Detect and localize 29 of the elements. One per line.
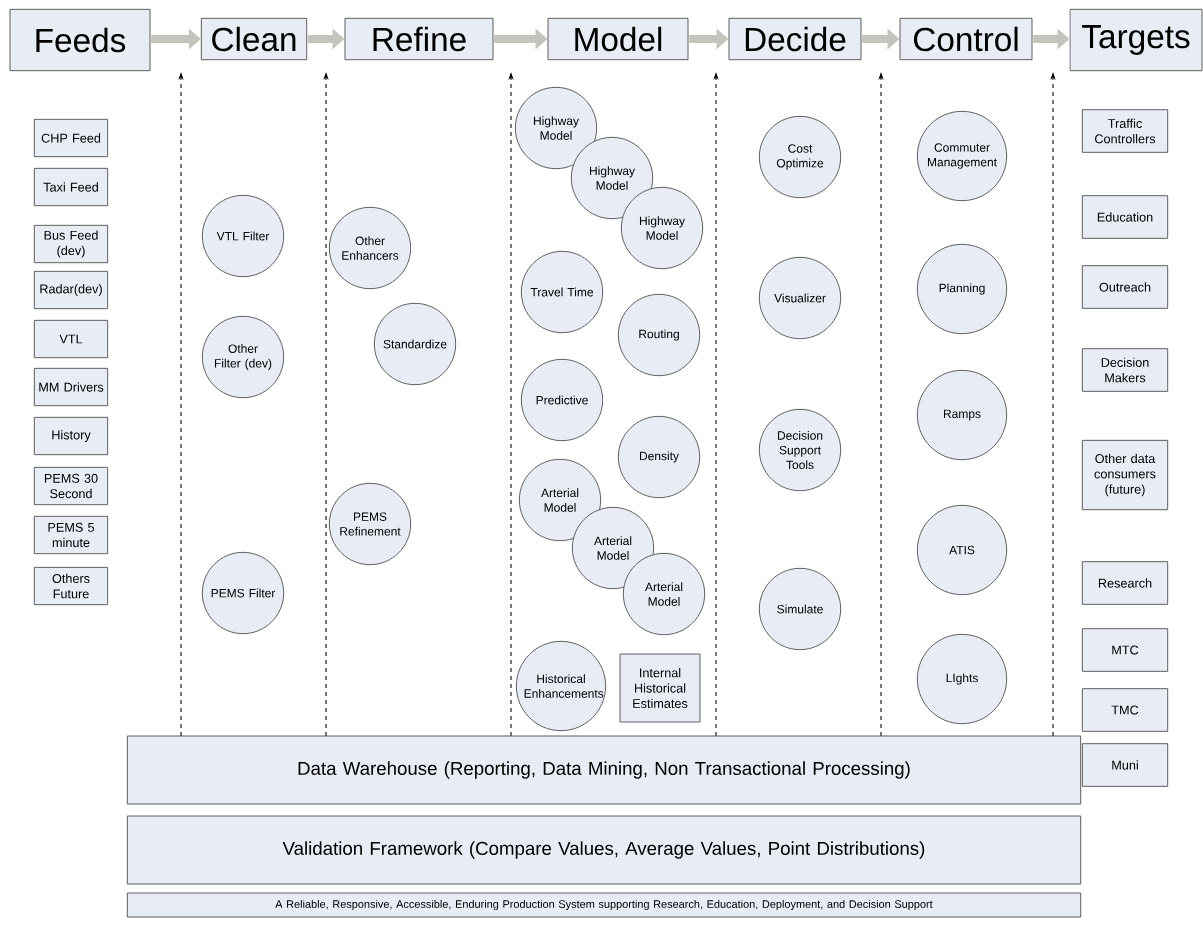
label-box: Outreach	[1081, 265, 1169, 309]
label-box: PEMS 5 minute	[33, 515, 109, 555]
label-box: CHP Feed	[33, 118, 109, 158]
label-box: Others Future	[33, 566, 109, 606]
label-box: MM Drivers	[33, 367, 109, 407]
label-box: Decision Makers	[1081, 348, 1169, 392]
label-box: Other data consumers (future)	[1081, 439, 1169, 511]
label-box: Bus Feed (dev)	[33, 224, 109, 264]
label-box: History	[33, 416, 109, 456]
stage-header: Decide	[728, 17, 862, 61]
label-box: PEMS 30 Second	[33, 466, 109, 506]
stage-header: Refine	[344, 17, 494, 61]
label-box: Traffic Controllers	[1081, 109, 1169, 153]
label-box: Internal Historical Estimates	[619, 653, 701, 723]
stage-header: Clean	[200, 17, 308, 61]
label-box: TMC	[1081, 688, 1169, 732]
stage-header: Targets	[1069, 8, 1203, 72]
stage-header: Model	[547, 17, 689, 61]
layer-bar: Validation Framework (Compare Values, Average Values, Point Distributions)	[126, 815, 1082, 885]
label-box: MTC	[1081, 628, 1169, 672]
stage-header: Control	[899, 17, 1033, 61]
label-box: Taxi Feed	[33, 167, 109, 207]
label-box: Muni	[1081, 743, 1169, 787]
label-box: Research	[1081, 561, 1169, 605]
stage-header: Feeds	[9, 8, 151, 72]
label-box: Education	[1081, 195, 1169, 239]
label-box: VTL	[33, 319, 109, 359]
label-box: Radar(dev)	[33, 270, 109, 310]
summary-bar: A Reliable, Responsive, Accessible, Enduring Production System supporting Research, Education, Deployment, and Decision Support	[126, 892, 1082, 918]
